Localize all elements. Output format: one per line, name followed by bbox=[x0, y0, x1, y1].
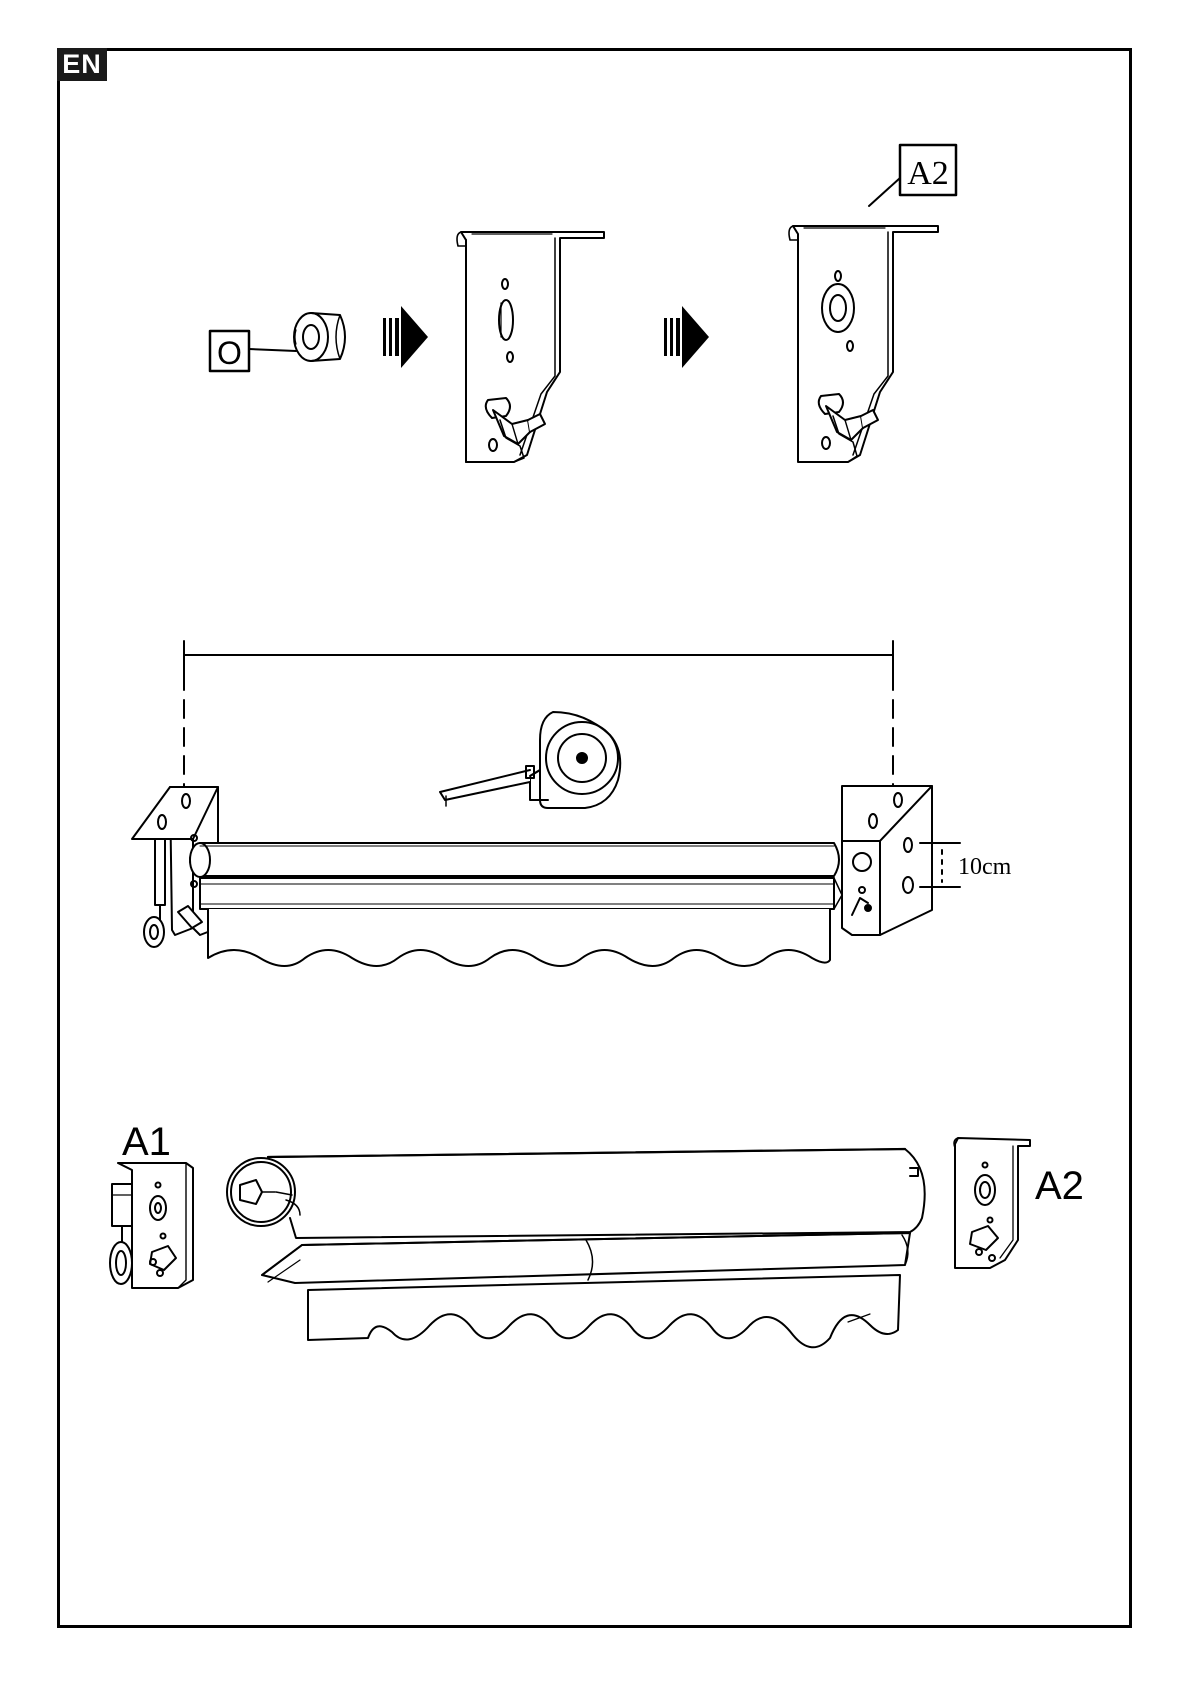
mounting-bracket-a2 bbox=[789, 226, 938, 462]
tape-measure-icon bbox=[440, 712, 620, 808]
step2-bracket-mounting: 10cm bbox=[132, 641, 1012, 966]
arrow-right-icon bbox=[383, 306, 428, 368]
bracket-a1 bbox=[110, 1163, 193, 1288]
spacing-label-10cm: 10cm bbox=[958, 854, 1012, 880]
step1-bushing-insertion: O bbox=[210, 145, 956, 462]
bracket-leader-line bbox=[869, 178, 900, 206]
left-bracket-label-a1: A1 bbox=[122, 1120, 171, 1164]
roller-tube bbox=[190, 843, 839, 877]
bracket-a2 bbox=[954, 1138, 1030, 1268]
mounting-bracket-empty bbox=[457, 232, 604, 462]
bushing-part bbox=[294, 313, 345, 361]
right-mounting-bracket bbox=[842, 786, 960, 935]
part-label-o: O bbox=[217, 335, 242, 371]
part-leader-line bbox=[249, 349, 296, 351]
step3-awning-hanging: A1 bbox=[110, 1120, 1084, 1347]
awning-front-bar bbox=[200, 878, 842, 966]
bracket-label-a2: A2 bbox=[907, 155, 949, 192]
arrow-right-icon bbox=[664, 306, 709, 368]
awning-roller-cassette bbox=[227, 1149, 925, 1347]
right-bracket-label-a2: A2 bbox=[1035, 1164, 1084, 1208]
